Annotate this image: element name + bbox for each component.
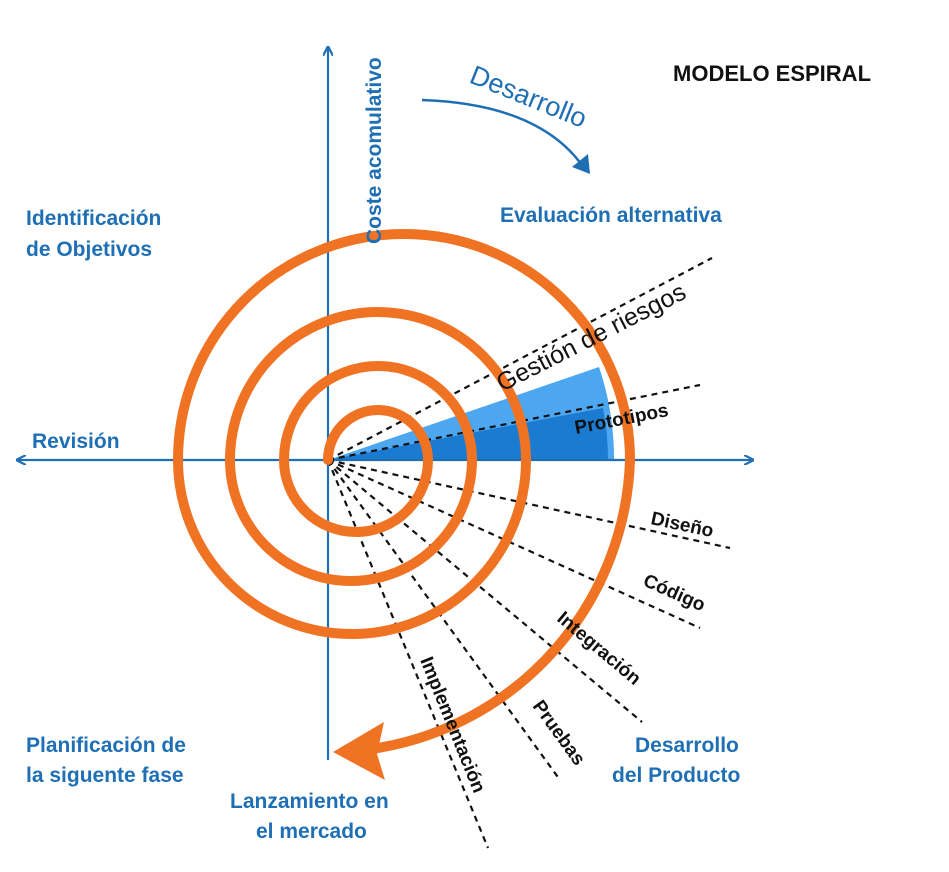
diagram-title: MODELO ESPIRAL bbox=[673, 61, 871, 86]
objectives-label-line2: de Objetivos bbox=[26, 238, 152, 261]
integration-label: Integración bbox=[553, 608, 645, 690]
objectives-label-line1: Identificación bbox=[26, 207, 161, 230]
design-line bbox=[327, 458, 731, 550]
product-dev-label-line2: del Producto bbox=[612, 764, 740, 787]
code-line bbox=[327, 458, 701, 630]
planning-label-line1: Planificación de bbox=[26, 734, 186, 757]
vertical-axis-label: Coste acomulativo bbox=[363, 57, 386, 244]
product-dev-label-line1: Desarrollo bbox=[635, 734, 739, 757]
code-label: Código bbox=[640, 570, 708, 616]
spiral-curve bbox=[172, 229, 636, 753]
evaluation-label: Evaluación alternativa bbox=[500, 204, 722, 227]
planning-label-line2: la siguente fase bbox=[26, 764, 184, 787]
review-label: Revisión bbox=[32, 430, 120, 453]
tests-label: Pruebas bbox=[528, 697, 589, 770]
launch-label-line1: Lanzamiento en bbox=[230, 790, 389, 813]
spiral-arrowhead bbox=[333, 722, 385, 780]
launch-label-line2: el mercado bbox=[256, 820, 367, 843]
development-arrowhead bbox=[572, 154, 590, 174]
development-arrow bbox=[421, 98, 586, 169]
design-label: Diseño bbox=[649, 508, 715, 542]
implementation-line bbox=[326, 459, 490, 849]
integration-line bbox=[327, 459, 643, 723]
phase-lines bbox=[326, 257, 731, 849]
prototype-line bbox=[327, 383, 701, 462]
implementation-label: Implementación bbox=[415, 654, 489, 796]
